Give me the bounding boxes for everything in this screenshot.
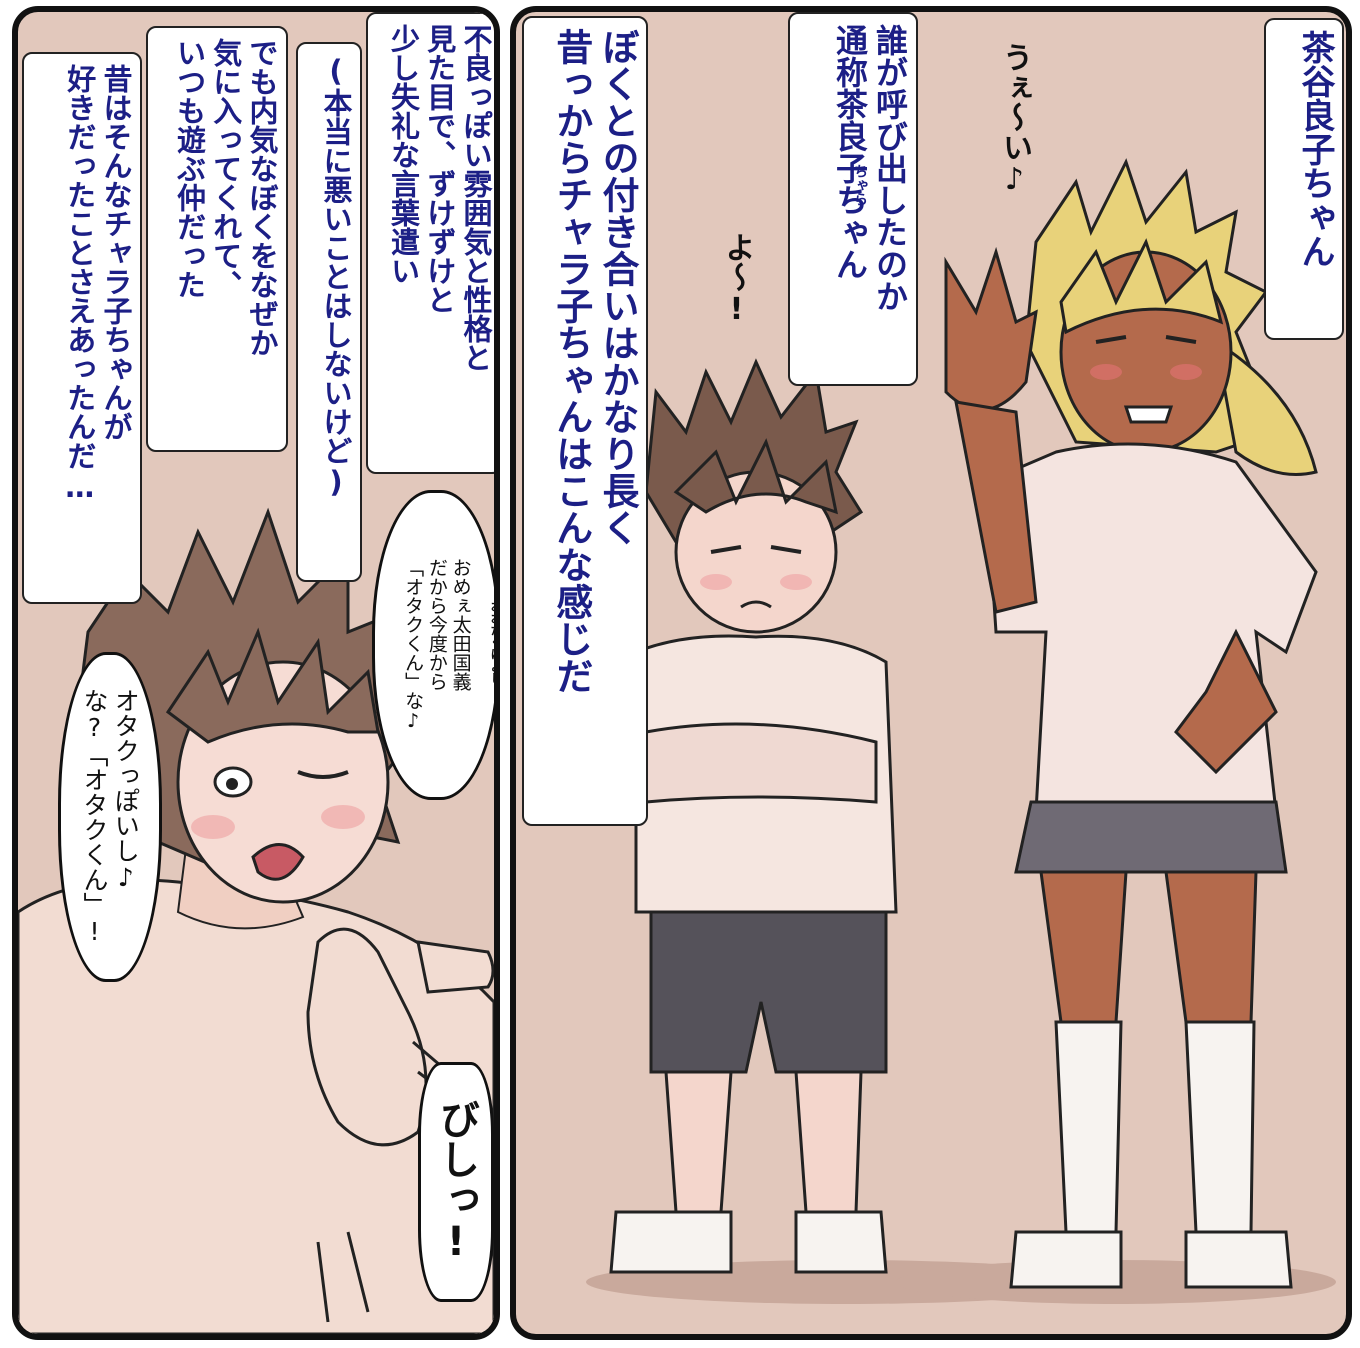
speech-line: おめぇ太田国義: [449, 558, 472, 691]
caption-nickname: 誰が呼び出したのか 通称茶良子ちゃん: [788, 12, 918, 386]
caption-personality: 不良っぽい雰囲気と性格と 見た目で、ずけずけと 少し失礼な言葉遣い: [366, 12, 494, 474]
caption-line: 昔っからチャラ子ちゃんはこんな感じだ: [549, 28, 593, 694]
caption-crush: 昔はそんなチャラ子ちゃんが 好きだったことさえあったんだ…: [22, 52, 142, 604]
caption-line: いつも遊ぶ仲だった: [172, 38, 207, 299]
caption-line: 茶谷良子ちゃん: [1295, 30, 1335, 268]
caption-line: 通称茶良子ちゃん: [831, 24, 869, 280]
caption-line: 気に入ってくれて、: [208, 38, 243, 299]
sfx-text: びしっ!: [433, 1099, 479, 1265]
otaku-girl-closeup-illustration: [18, 507, 494, 1334]
caption-relationship: ぼくとの付き合いはかなり長く 昔っからチャラ子ちゃんはこんな感じだ: [522, 16, 648, 826]
caption-aside: (本当に悪いことはしないけど): [296, 42, 362, 582]
nickname-furigana: ちゃら: [852, 164, 868, 206]
caption-line: ぼくとの付き合いはかなり長く: [596, 28, 639, 546]
two-girls-standing-illustration: [586, 158, 1336, 1304]
speech-bubble-naming: おめぇ太田国義 だから今度から 「オタクくん」な♪: [372, 490, 494, 800]
caption-line: 好きだったことさえあったんだ…: [62, 64, 97, 504]
speech-line: な?「オタクくん」!: [80, 688, 109, 946]
sfx-greeting: うぇ〜い♪: [997, 42, 1032, 197]
speech-bubble-teasing: オタクっぽいし♪ な?「オタクくん」!: [58, 652, 162, 982]
otaku-girl-figure: [609, 358, 898, 1274]
speech-line: 「オタクくん」な♪: [402, 558, 425, 732]
sfx-reply: よ〜!: [719, 232, 754, 327]
caption-friendship: でも内気なぼくをなぜか 気に入ってくれて、 いつも遊ぶ仲だった: [146, 26, 288, 452]
speech-line: オタクっぽいし♪: [111, 688, 141, 892]
left-panel: 昔はそんなチャラ子ちゃんが 好きだったことさえあったんだ… でも内気なぼくをなぜ…: [12, 6, 500, 1340]
right-panel: ぼくとの付き合いはかなり長く 昔っからチャラ子ちゃんはこんな感じだ よ〜! 誰が…: [510, 6, 1352, 1340]
chara-girl-figure: [944, 158, 1318, 1289]
speech-line: だから今度から: [425, 558, 448, 691]
caption-line: 昔はそんなチャラ子ちゃんが: [99, 64, 133, 441]
caption-line: 見た目で、ずけずけと: [422, 24, 457, 314]
caption-name: 茶谷良子ちゃん: [1264, 18, 1344, 340]
caption-line: でも内気なぼくをなぜか: [245, 38, 279, 357]
caption-line: (本当に悪いことはしないけど): [319, 54, 353, 499]
sfx-point-burst: びしっ!: [418, 1062, 494, 1302]
caption-line: 誰が呼び出したのか: [871, 24, 909, 312]
caption-line: 不良っぽい雰囲気と性格と: [459, 24, 493, 372]
name-furigana: おおたくによし: [489, 600, 500, 684]
caption-line: 少し失礼な言葉遣い: [386, 24, 421, 285]
